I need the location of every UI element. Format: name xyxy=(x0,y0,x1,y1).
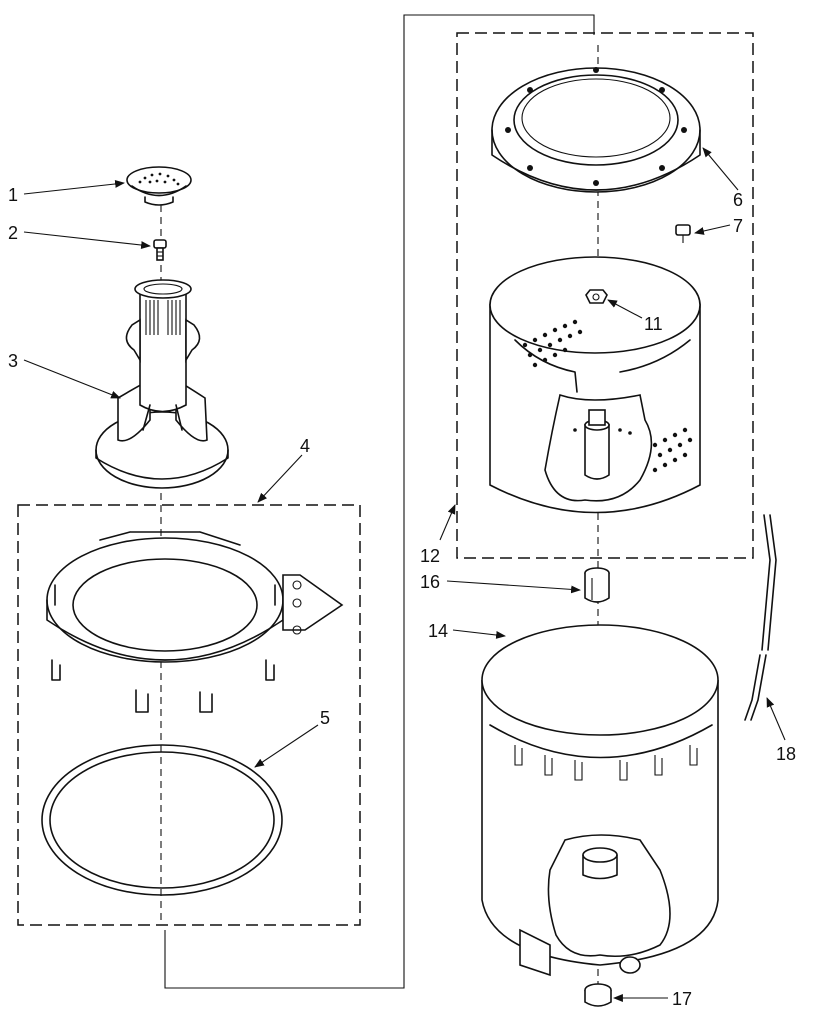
callout-11: 11 xyxy=(644,314,663,334)
part-4-tub-ring xyxy=(46,531,344,713)
part-2-bolt xyxy=(153,239,167,261)
part-14-outer-tub xyxy=(481,624,719,977)
part-7-clip xyxy=(675,224,691,243)
callout-3: 3 xyxy=(8,351,18,371)
callout-1: 1 xyxy=(8,185,18,205)
part-6-balance-ring xyxy=(491,67,701,193)
part-5-seal-ring xyxy=(41,744,283,896)
callout-7: 7 xyxy=(733,216,743,236)
leader-lines xyxy=(23,147,786,1002)
part-12-basket xyxy=(489,256,701,514)
callout-18: 18 xyxy=(776,744,796,764)
callout-numbers: 1 2 3 4 5 6 7 11 12 14 16 17 18 xyxy=(8,185,796,1009)
group-box-12 xyxy=(456,32,754,559)
group-connector-line xyxy=(164,14,595,989)
part-3-agitator xyxy=(95,279,229,489)
callout-4: 4 xyxy=(300,436,310,456)
callout-2: 2 xyxy=(8,223,18,243)
part-16-coupling xyxy=(584,567,610,603)
callout-17: 17 xyxy=(672,989,692,1009)
part-18-hose xyxy=(744,514,777,721)
group-box-4 xyxy=(17,504,361,926)
callout-14: 14 xyxy=(428,621,448,641)
part-11-nut xyxy=(585,289,608,304)
callout-12: 12 xyxy=(420,546,440,566)
callout-5: 5 xyxy=(320,708,330,728)
callout-16: 16 xyxy=(420,572,440,592)
callout-6: 6 xyxy=(733,190,743,210)
part-1-cap xyxy=(126,166,192,206)
part-17-plug xyxy=(584,983,612,1007)
